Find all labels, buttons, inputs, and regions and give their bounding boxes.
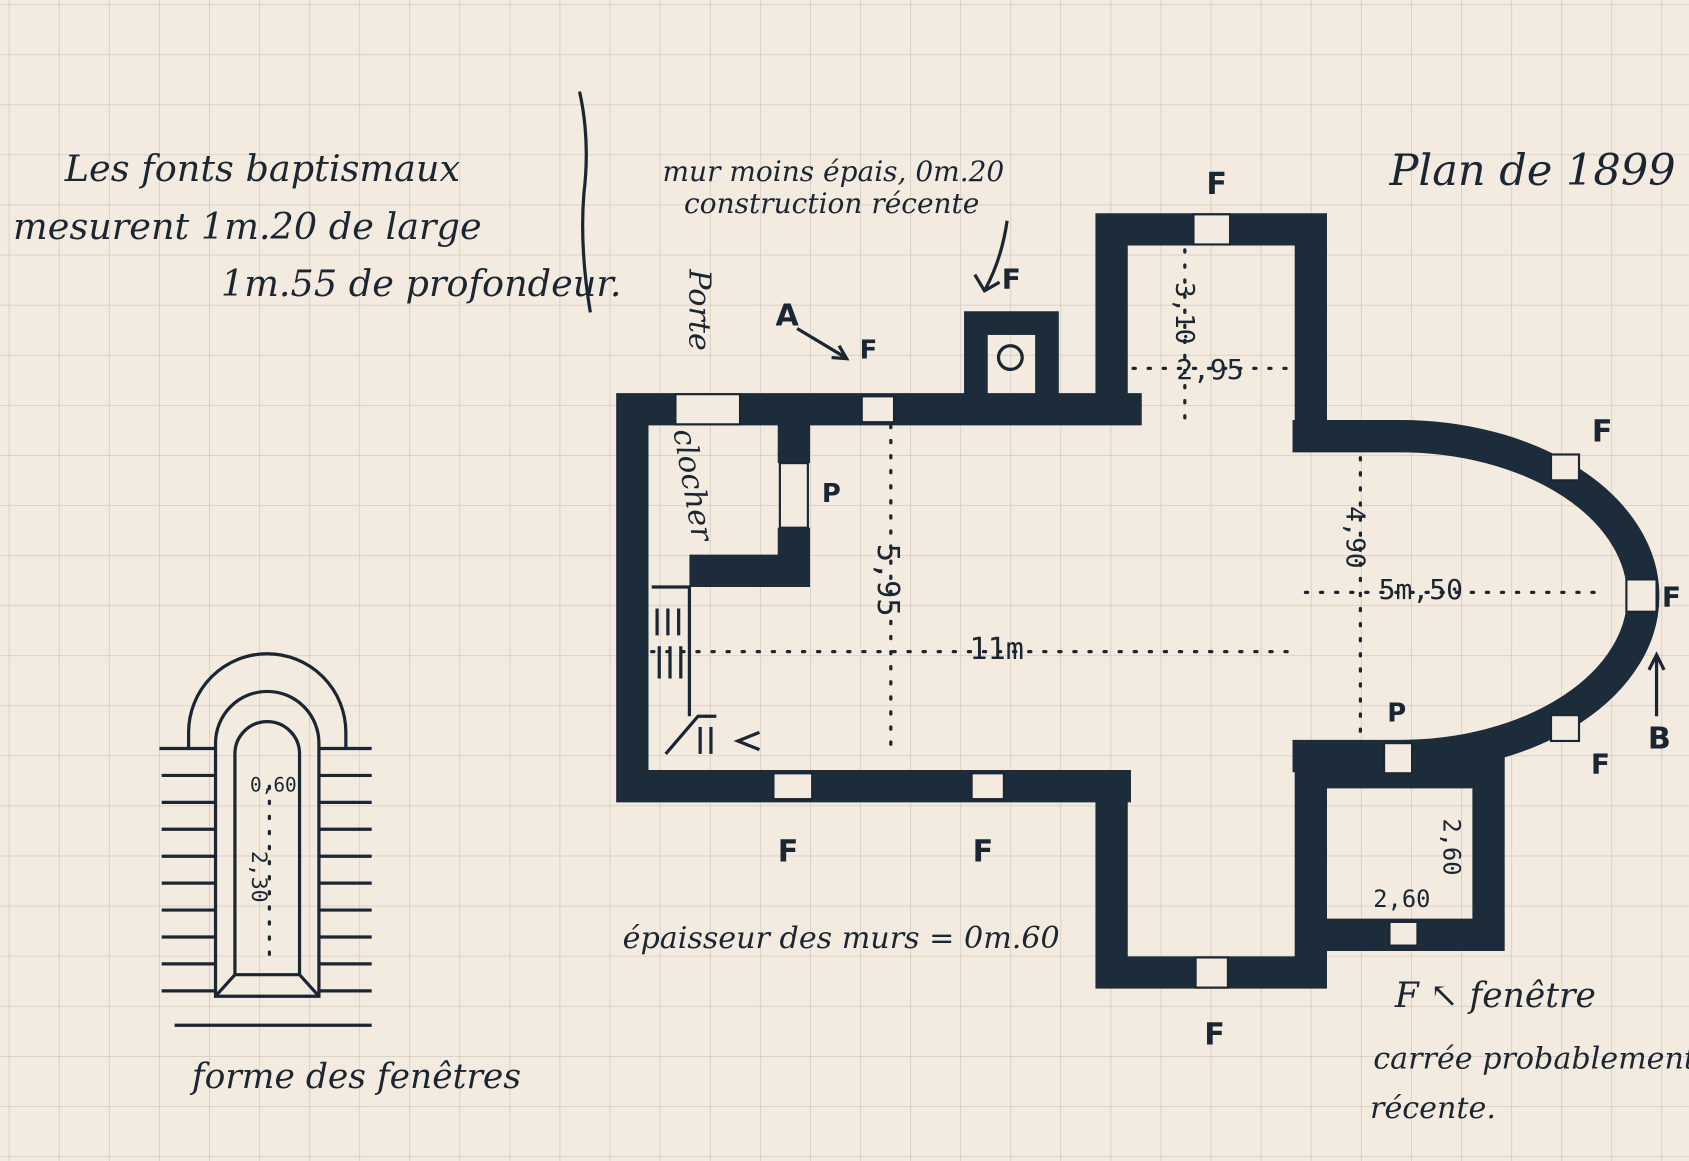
window — [970, 772, 1005, 801]
dim-label: 2,60 — [1373, 885, 1430, 913]
window-shape-caption: forme des fenêtres — [189, 1057, 521, 1097]
door-p-label: P — [822, 479, 841, 509]
windows — [772, 213, 1658, 989]
dim-label: 11m — [969, 632, 1023, 667]
window — [772, 772, 814, 801]
porte-opening — [674, 393, 742, 426]
brace-line — [577, 91, 592, 313]
window — [1549, 714, 1581, 743]
porte-label: Porte — [681, 268, 716, 351]
plan-title: Plan de 1899 — [1388, 146, 1675, 196]
point-a-label: A — [776, 298, 800, 333]
legend-line: récente. — [1370, 1091, 1496, 1126]
baptismal-fonts-room — [964, 311, 1059, 424]
stairs — [651, 585, 761, 755]
window-label: F — [1662, 580, 1681, 613]
clocher-walls — [689, 420, 811, 587]
clocher-door — [778, 462, 809, 529]
wall-thickness-note: épaisseur des murs = 0m.60 — [623, 921, 1060, 956]
note-line: Les fonts baptismaux — [64, 147, 461, 190]
arrow-icon — [973, 220, 1009, 293]
legend-line: carrée probablement — [1373, 1041, 1689, 1076]
note-line: construction récente — [684, 187, 979, 220]
dim-label: 4,90 — [1339, 506, 1369, 568]
window-label: F — [778, 835, 799, 870]
dim-label: 2,95 — [1176, 353, 1243, 386]
note-line: mur moins épais, 0m.20 — [662, 155, 1004, 188]
window-label: F — [1591, 747, 1610, 780]
window-label: F — [860, 336, 878, 366]
window-label: F — [1592, 415, 1613, 450]
note-line: mesurent 1m.20 de large — [13, 205, 482, 248]
arrow-icon — [1647, 651, 1666, 717]
arrow-icon — [796, 327, 850, 361]
dim-label: 2,60 — [1437, 819, 1465, 876]
wall-note: mur moins épais, 0m.20 construction réce… — [662, 155, 1009, 293]
fonts-circle — [996, 344, 1024, 372]
window — [1388, 920, 1419, 947]
window — [1549, 453, 1581, 482]
window — [1382, 742, 1414, 775]
door-p-label: P — [1387, 699, 1406, 729]
window-shape-drawing: 0,60 2,30 — [159, 652, 372, 1027]
legend-note: F ↖ fenêtre carrée probablement récente. — [1370, 976, 1689, 1126]
window — [1192, 213, 1232, 246]
window — [1625, 578, 1658, 613]
window-label: F — [1204, 1018, 1225, 1053]
window — [1194, 956, 1229, 989]
window — [860, 395, 896, 424]
legend-line: F ↖ fenêtre — [1394, 976, 1596, 1016]
dim-label: 5,95 — [870, 544, 905, 617]
church-plan — [616, 213, 1660, 989]
note-line: 1m.55 de profondeur. — [221, 262, 622, 305]
dim-label: 2,30 — [246, 851, 271, 903]
dimension-labels: 11m 5,95 2,95 3,10 4,90 5m,50 2,60 2,60 — [870, 282, 1465, 913]
dim-label: 0,60 — [250, 774, 297, 797]
window-label: F — [1206, 167, 1227, 202]
window-label: F — [973, 835, 994, 870]
window-label: F — [1002, 263, 1021, 296]
dim-label: 3,10 — [1169, 282, 1199, 344]
dim-label: 5m,50 — [1379, 573, 1463, 606]
point-b-label: B — [1648, 722, 1671, 757]
fonts-note: Les fonts baptismaux mesurent 1m.20 de l… — [13, 91, 622, 313]
